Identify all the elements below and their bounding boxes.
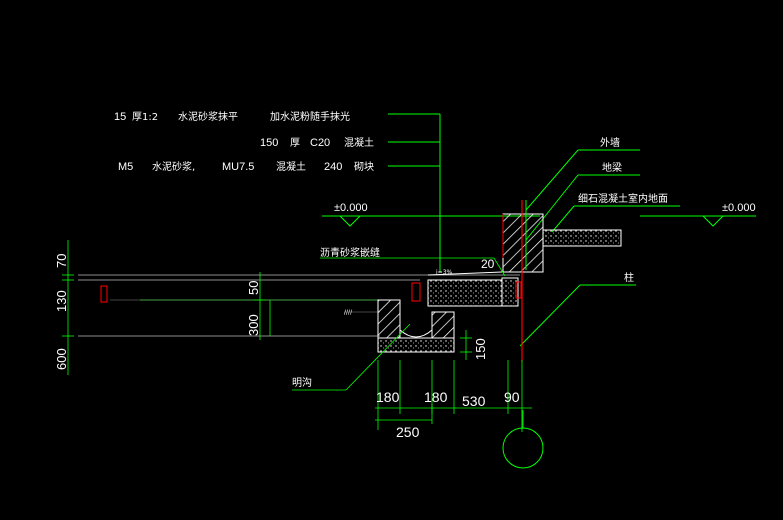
note-3-concrete: 混凝土 [276, 160, 306, 173]
dim-530: 530 [462, 393, 486, 409]
dim-20: 20 [481, 257, 495, 271]
dim-70: 70 [54, 254, 69, 268]
note-1-finish: 加水泥粉随手抹光 [270, 110, 350, 123]
dim-50: 50 [246, 281, 261, 295]
material-notes: 15 厚1:2 水泥砂浆抹平 加水泥粉随手抹光 150 厚 C20 混凝土 M5… [114, 110, 374, 173]
note-1-thickness: 15 [114, 111, 126, 123]
note-2-thickness: 150 [260, 137, 278, 149]
bottom-dimensions [375, 360, 532, 432]
notes-leader [388, 113, 441, 272]
slope-label: i=3% [436, 269, 453, 276]
note-3-mortar: 水泥砂浆, [152, 160, 195, 173]
floor-label: 细石混凝土室内地面 [578, 192, 668, 205]
note-1-ratio: 厚1:2 [132, 111, 158, 123]
cut-marker-left [100, 285, 108, 303]
apron-slab [411, 271, 522, 307]
note-2-grade: C20 [310, 137, 330, 149]
note-2-material: 混凝土 [344, 136, 374, 149]
note-3-thickness: 240 [324, 161, 342, 173]
dim-130: 130 [54, 290, 69, 312]
reference-lines [78, 274, 520, 337]
axis-bubble [502, 427, 544, 469]
right-leaders [519, 149, 680, 347]
drain-leader [292, 323, 411, 391]
column-label: 柱 [624, 271, 634, 284]
note-3-block: 砌块 [354, 161, 374, 173]
dim-150-chain [460, 330, 472, 360]
dim-600: 600 [54, 348, 69, 370]
dim-300: 300 [246, 314, 261, 336]
dim-180-a: 180 [376, 389, 400, 405]
ground-beam-label: 地梁 [602, 161, 622, 174]
level-marker-right: ±0.000 [640, 202, 756, 227]
drain-label: 明沟 [292, 376, 312, 389]
note-3-mortar-grade: M5 [118, 161, 133, 173]
asphalt-joint-label: 沥青砂浆嵌缝 [320, 246, 380, 259]
mid-dimension-chain [254, 272, 266, 340]
dim-250: 250 [396, 424, 420, 440]
note-3-block-grade: MU7.5 [222, 161, 254, 173]
level-left-text: ±0.000 [334, 202, 368, 214]
level-right-text: ±0.000 [722, 202, 756, 214]
wall-and-beam [502, 213, 622, 273]
svg-text:////: //// [344, 309, 353, 316]
outer-wall-label: 外墙 [600, 136, 620, 149]
dim-90: 90 [504, 389, 520, 405]
note-1-material: 水泥砂浆抹平 [178, 110, 238, 123]
left-dimension-chain [62, 240, 74, 375]
dim-180-b: 180 [424, 389, 448, 405]
drain-structure [377, 299, 455, 353]
dim-150: 150 [473, 338, 488, 360]
note-2-thick: 厚 [290, 137, 300, 149]
